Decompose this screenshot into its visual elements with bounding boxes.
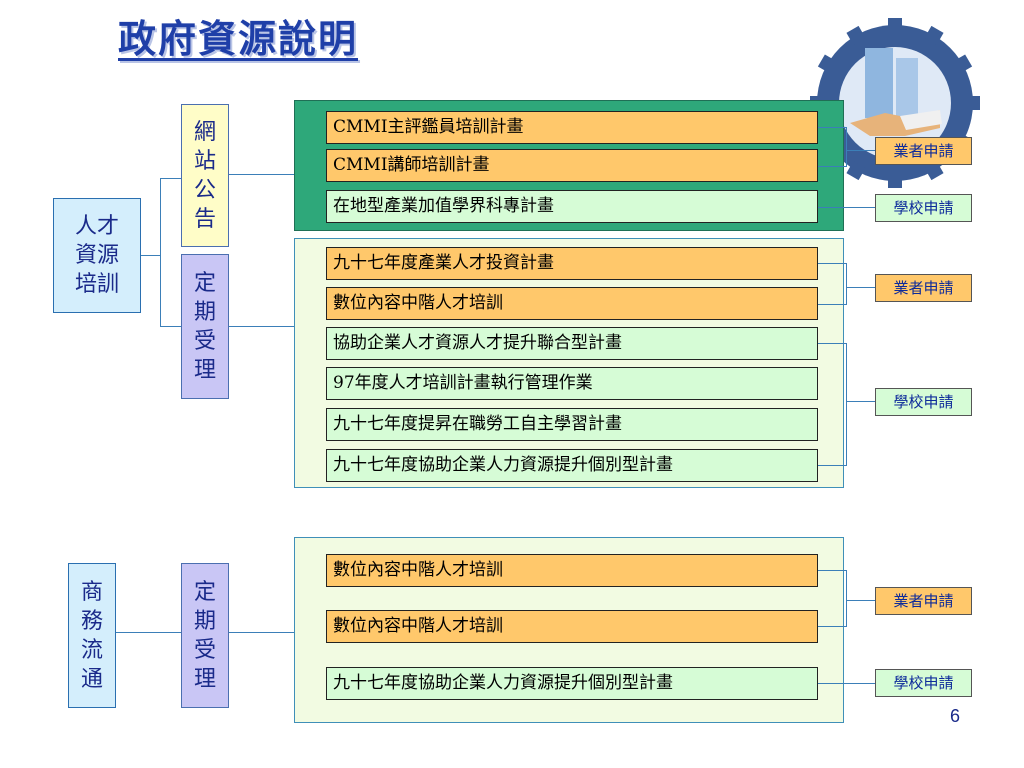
periodic-acceptance-box: 定 期 受 理 [181,563,229,708]
connector [818,263,846,264]
school-application-tag: 學校申請 [875,194,972,222]
connector [818,683,876,684]
periodic-acceptance-box: 定 期 受 理 [181,254,229,399]
category-box-talent-training: 人才 資源 培訓 [53,198,141,313]
website-announcement-box: 網 站 公 告 [181,104,229,247]
connector [818,343,846,344]
connector [818,166,846,167]
industry-application-tag: 業者申請 [875,137,972,165]
connector [846,287,876,288]
program-item[interactable]: 數位內容中階人才培訓 [326,610,818,643]
program-item[interactable]: 97年度人才培訓計畫執行管理作業 [326,367,818,400]
program-item[interactable]: CMMI講師培訓計畫 [326,149,818,182]
connector [141,255,161,256]
program-item[interactable]: 九十七年度協助企業人力資源提升個別型計畫 [326,449,818,482]
connector [160,178,181,179]
program-item[interactable]: 在地型產業加值學界科專計畫 [326,190,818,223]
school-application-tag: 學校申請 [875,669,972,697]
connector [229,326,294,327]
connector [846,263,847,305]
connector [846,343,847,466]
program-item[interactable]: 協助企業人才資源人才提升聯合型計畫 [326,327,818,360]
program-item[interactable]: 九十七年度協助企業人力資源提升個別型計畫 [326,667,818,700]
connector [818,304,846,305]
connector [229,174,294,175]
industry-application-tag: 業者申請 [875,587,972,615]
connector [160,326,181,327]
connector [846,150,876,151]
industry-application-tag: 業者申請 [875,274,972,302]
program-item[interactable]: 數位內容中階人才培訓 [326,287,818,320]
connector [846,127,847,167]
connector [160,178,161,327]
connector [846,600,876,601]
connector [818,127,846,128]
program-item[interactable]: 九十七年度提昇在職勞工自主學習計畫 [326,408,818,441]
connector [229,632,294,633]
page-number: 6 [950,706,961,726]
connector [818,626,846,627]
page-title: 政府資源說明 [118,16,359,61]
connector [116,632,181,633]
school-application-tag: 學校申請 [875,388,972,416]
connector [846,401,876,402]
connector [818,207,876,208]
connector [846,570,847,627]
connector [818,465,846,466]
category-box-commerce-circulation: 商 務 流 通 [68,563,116,708]
program-item[interactable]: CMMI主評鑑員培訓計畫 [326,111,818,144]
connector [818,570,846,571]
program-item[interactable]: 數位內容中階人才培訓 [326,554,818,587]
program-item[interactable]: 九十七年度產業人才投資計畫 [326,247,818,280]
